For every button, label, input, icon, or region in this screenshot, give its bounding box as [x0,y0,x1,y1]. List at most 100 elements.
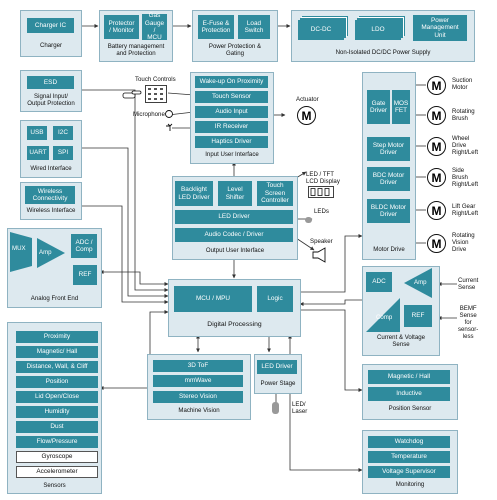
sensor-magnetic-hall: Magnetic/ Hall [16,346,98,358]
current-voltage-sense-caption: Current & Voltage Sense [376,334,426,348]
cs-ref-block: REF [404,305,432,327]
voltage-supervisor-block: Voltage Supervisor [368,466,450,478]
cs-adc-block: ADC [366,272,392,292]
esd-caption: Signal Input/ Output Protection [27,93,75,107]
speaker-label: Speaker [310,238,333,245]
cs-amp-label: Amp [414,279,427,286]
microphone-icon [165,110,173,118]
uart-block: UART [27,146,49,160]
motor-drive-caption: Motor Drive [373,246,405,253]
3d-tof-block: 3D ToF [153,360,243,372]
bldc-motor-driver-block: BLDC Motor Driver [367,199,410,223]
wake-up-on-proximity-block: Wake-up On Proximity [195,76,268,88]
rotating-vision-drive-motor-icon: M [427,234,446,253]
lift-gear-label: Lift Gear Right/Left [452,203,479,217]
power-protection-caption: Power Protection & Gating [208,43,262,57]
hand-pointer-icon [122,90,142,99]
wired-caption: Wired Interface [30,165,72,172]
bemf-sense-label: BEMF Sense for sensor- less [458,305,479,340]
audio-input-block: Audio Input [195,106,268,118]
speaker-icon [312,247,326,263]
side-brush-label: Side Brush Right/Left [452,167,479,188]
esd-block: ESD [27,76,74,89]
rotating-brush-motor-icon: M [427,106,446,125]
machine-vision-caption: Machine Vision [178,407,220,414]
power-stage-caption: Power Stage [260,380,296,387]
sensor-flow-pressure: Flow/Pressure [16,436,98,448]
logic-block: Logic [257,286,293,312]
suction-motor-icon: M [427,76,446,95]
level-shifter-block: Level Shifter [218,181,252,206]
protector-monitor-block: Protector / Monitor [104,15,139,39]
audio-codec-driver-block: Audio Codec / Driver [175,228,293,242]
position-sensor-caption: Position Sensor [388,405,432,412]
monitoring-caption: Monitoring [395,481,425,488]
current-sense-label: Current Sense [458,277,479,291]
actuator-motor-icon: M [297,106,316,125]
ir-receiver-block: IR Receiver [195,121,268,133]
afe-caption: Analog Front End [30,295,79,302]
step-motor-driver-block: Step Motor Driver [367,137,410,161]
sensor-lid-open-close: Lid Open/Close [16,391,98,403]
backlight-led-driver-block: Backlight LED Driver [175,181,213,206]
i2c-block: I2C [53,126,73,140]
pmu-block: Power Management Unit [413,15,467,41]
sensor-humidity: Humidity [16,406,98,418]
afe-amp-label: Amp [39,249,52,256]
charger-panel [20,10,82,57]
side-brush-motor-icon: M [427,168,446,187]
bdc-motor-driver-block: BDC Motor Driver [367,167,410,191]
touch-screen-controller-block: Touch Screen Controller [257,181,293,206]
stereo-vision-block: Stereo Vision [153,391,243,403]
dcdc-caption: Non-Isolated DC/DC Power Supply [335,49,431,56]
laser-diode-icon [272,402,279,414]
lift-gear-motor-icon: M [427,201,446,220]
output-ui-caption: Output User Interface [205,247,265,254]
battery-caption: Battery management and Protection [107,43,165,57]
mux-label: MUX [12,245,26,252]
charger-caption: Charger [39,42,62,49]
position-inductive-block: Inductive [368,387,450,401]
efuse-block: E-Fuse & Protection [198,15,234,39]
cs-comp-label: Comp [376,314,393,321]
touch-sensor-block: Touch Sensor [195,91,268,103]
rotating-brush-label: Rotating Brush [452,108,475,122]
mcu-mpu-block: MCU / MPU [174,286,252,312]
touch-controls-label: Touch Controls [135,76,176,83]
wireless-caption: Wireless Interface [26,207,76,214]
microphone-label: Microphone [133,111,165,118]
ldo-block: LDO [355,20,401,40]
gate-driver-block: Gate Driver [367,90,390,124]
afe-amp-shape [37,238,65,268]
digital-processing-caption: Digital Processing [207,321,262,328]
afe-adc-block: ADC / Comp [71,234,97,258]
rotating-vision-drive-label: Rotating Vision Drive [452,232,475,253]
actuator-label: Actuator [296,96,319,103]
led-laser-label: LED/ Laser [292,401,308,415]
sensor-proximity: Proximity [16,331,98,343]
sensor-accelerometer: Accelerometer [16,466,98,478]
watchdog-block: Watchdog [368,436,450,448]
afe-ref-block: REF [73,265,97,285]
haptics-driver-block: Haptics Driver [195,136,268,148]
dcdc-block: DC-DC [298,20,344,40]
ir-receiver-icon [166,123,173,131]
mux-shape [10,232,32,272]
suction-motor-label: Suction Motor [452,77,473,91]
sensor-position: Position [16,376,98,388]
sensor-gyroscope: Gyroscope [16,451,98,463]
input-ui-caption: Input User Interface [205,151,259,158]
cs-comp-shape [366,298,400,332]
charger-ic-block: Charger IC [27,18,74,33]
temperature-block: Temperature [368,451,450,463]
position-magnetic-hall-block: Magnetic / Hall [368,370,450,384]
spi-block: SPI [53,146,73,160]
keypad-icon [145,85,167,103]
lcd-display-label: LED / TFT LCD Display [306,171,340,185]
lcd-display-icon [308,186,334,198]
sensors-caption: Sensors [43,482,66,489]
output-led-driver-block: LED Driver [175,210,293,224]
mosfet-block: MOS FET [392,90,410,124]
power-stage-led-driver-block: LED Driver [257,360,297,374]
